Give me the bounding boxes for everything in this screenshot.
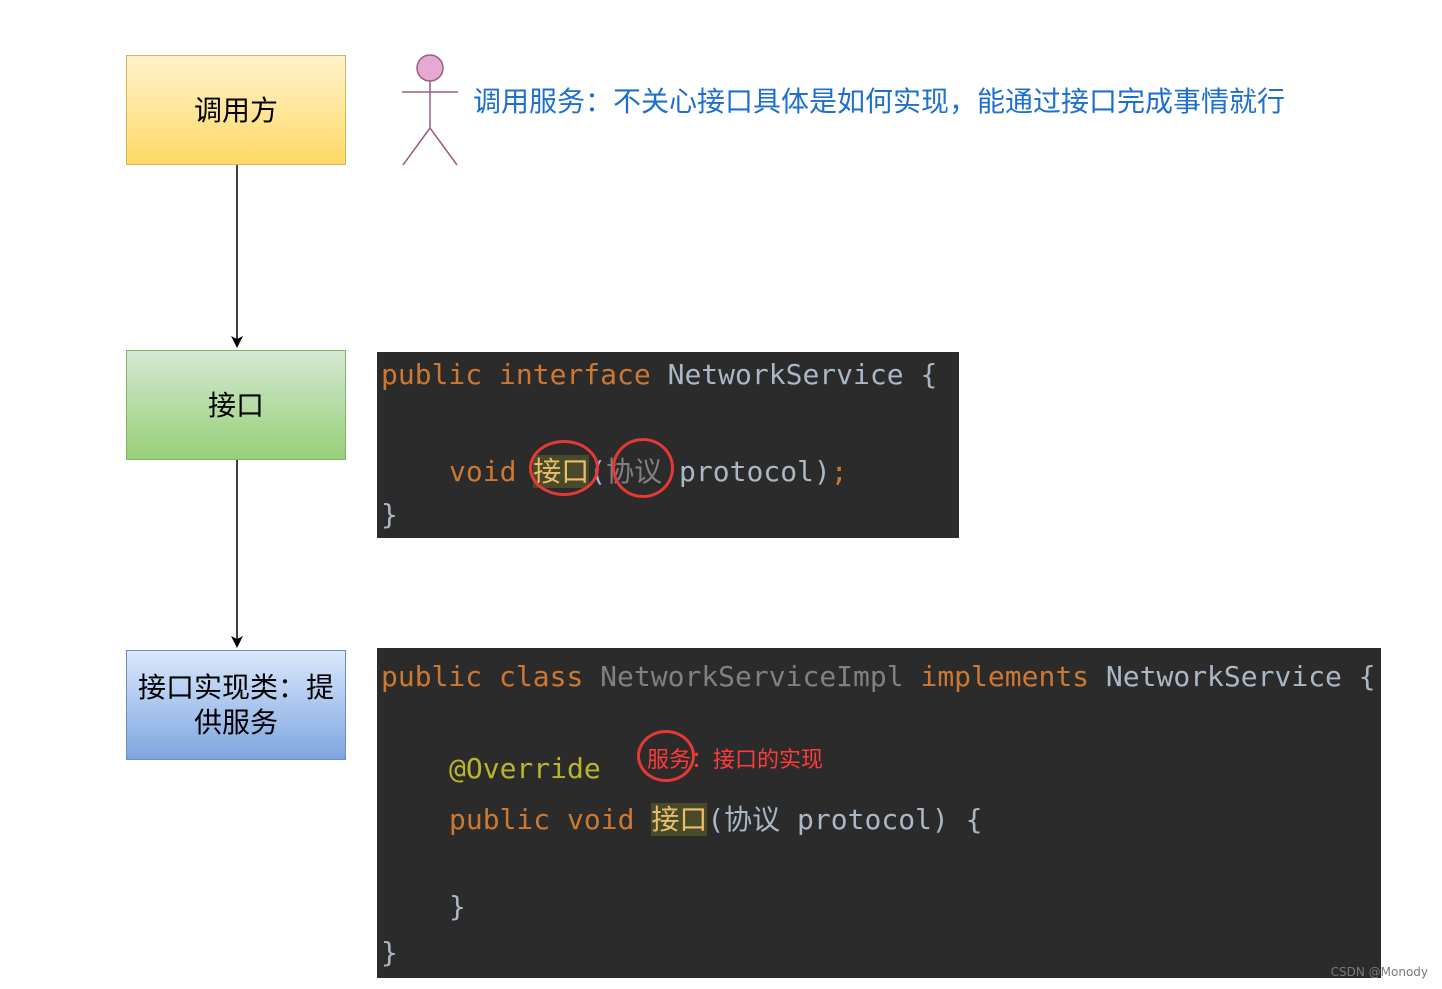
- code-line-1: public interface NetworkService {: [381, 358, 938, 391]
- caller-box: 调用方: [126, 55, 346, 165]
- highlight-circle-method: [529, 440, 599, 496]
- highlight-circle-service: [637, 730, 695, 782]
- impl-code-block: public class NetworkServiceImpl implemen…: [377, 648, 1381, 978]
- impl-box: 接口实现类：提 供服务: [126, 650, 346, 760]
- caller-label: 调用方: [193, 93, 278, 127]
- impl-line-1: public class NetworkServiceImpl implemen…: [381, 660, 1376, 693]
- impl-line-annotation: @Override: [449, 752, 601, 785]
- watermark: CSDN @Monody: [1330, 965, 1428, 979]
- interface-code-block: public interface NetworkService { void 接…: [377, 352, 959, 538]
- impl-line-outer-close: }: [381, 936, 398, 969]
- actor-icon: [402, 54, 458, 166]
- code-line-3: }: [381, 498, 398, 531]
- impl-label-line1: 接口实现类：提: [137, 671, 334, 704]
- impl-line-inner-close: }: [449, 890, 466, 923]
- impl-label-line2: 供服务: [193, 706, 278, 739]
- actor-label: 调用服务：不关心接口具体是如何实现，能通过接口完成事情就行: [473, 85, 1286, 118]
- interface-label: 接口: [207, 388, 264, 422]
- impl-line-method: public void 接口(协议 protocol) {: [449, 803, 983, 836]
- interface-box: 接口: [126, 350, 346, 460]
- highlight-circle-param: [612, 438, 674, 498]
